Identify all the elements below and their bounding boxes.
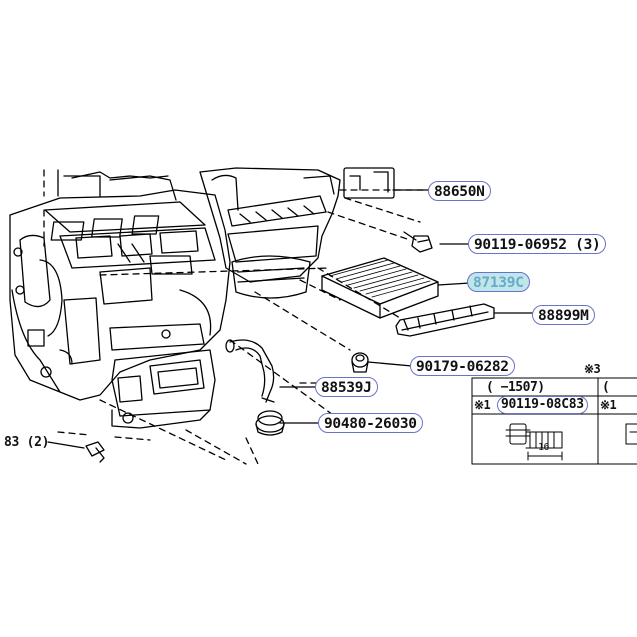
table-col2-header: ( xyxy=(602,380,610,395)
reference-table xyxy=(471,377,637,465)
screw-90119-06952 xyxy=(403,231,433,253)
callout-88899m[interactable]: 88899M xyxy=(532,305,595,325)
table-row-mark2: ※1 xyxy=(600,398,617,412)
screw-83 xyxy=(85,441,105,463)
grommet-90179 xyxy=(351,352,369,373)
filter-cover xyxy=(395,303,495,337)
grommet-90480 xyxy=(255,410,285,436)
bolt-dimension: 16 xyxy=(538,442,550,453)
table-row-mark: ※1 xyxy=(474,398,491,412)
drain-hose xyxy=(225,339,275,403)
heater-housing xyxy=(9,169,231,429)
callout-leaders xyxy=(47,189,536,449)
cabin-filter xyxy=(321,257,439,319)
table-col1-header: ( −1507) xyxy=(486,380,545,395)
callout-87139c[interactable]: 87139C xyxy=(467,272,530,292)
callout-88539j[interactable]: 88539J xyxy=(315,377,378,397)
callout-90179-06282[interactable]: 90179-06282 xyxy=(410,356,515,376)
callout-90119-06952[interactable]: 90119-06952 (3) xyxy=(468,234,607,254)
table-row-part[interactable]: 90119-08C83 xyxy=(497,396,588,414)
callout-90480-26030[interactable]: 90480-26030 xyxy=(318,413,423,433)
callout-83-2[interactable]: 83 (2) xyxy=(4,435,50,450)
table-note-mark: ※3 xyxy=(584,362,601,376)
callout-88650n[interactable]: 88650N xyxy=(428,181,491,201)
blower-section xyxy=(199,167,395,299)
